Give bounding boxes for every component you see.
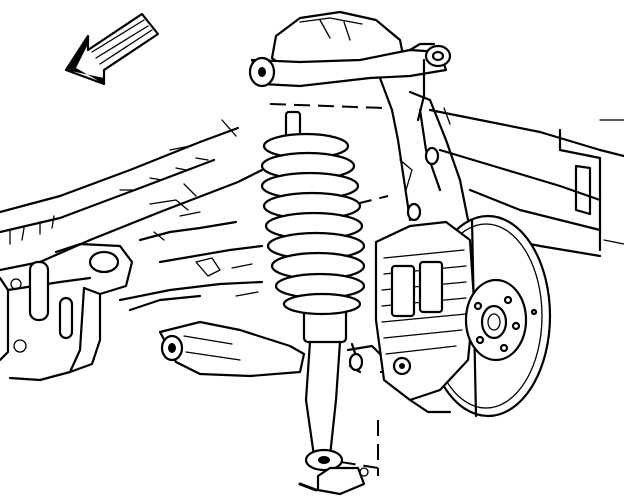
- stabilizer-link: [348, 342, 364, 374]
- lower-mount-bushing: [298, 467, 369, 492]
- lower-control-arm: [128, 294, 306, 378]
- brake-caliper: [374, 220, 476, 414]
- coil-spring: [260, 132, 366, 316]
- upper-control-arm: [248, 10, 452, 142]
- direction-arrow-icon: [64, 12, 160, 86]
- frame-rail: [0, 119, 264, 382]
- wheel-hub: [464, 278, 538, 362]
- steering-knuckle: [396, 90, 472, 232]
